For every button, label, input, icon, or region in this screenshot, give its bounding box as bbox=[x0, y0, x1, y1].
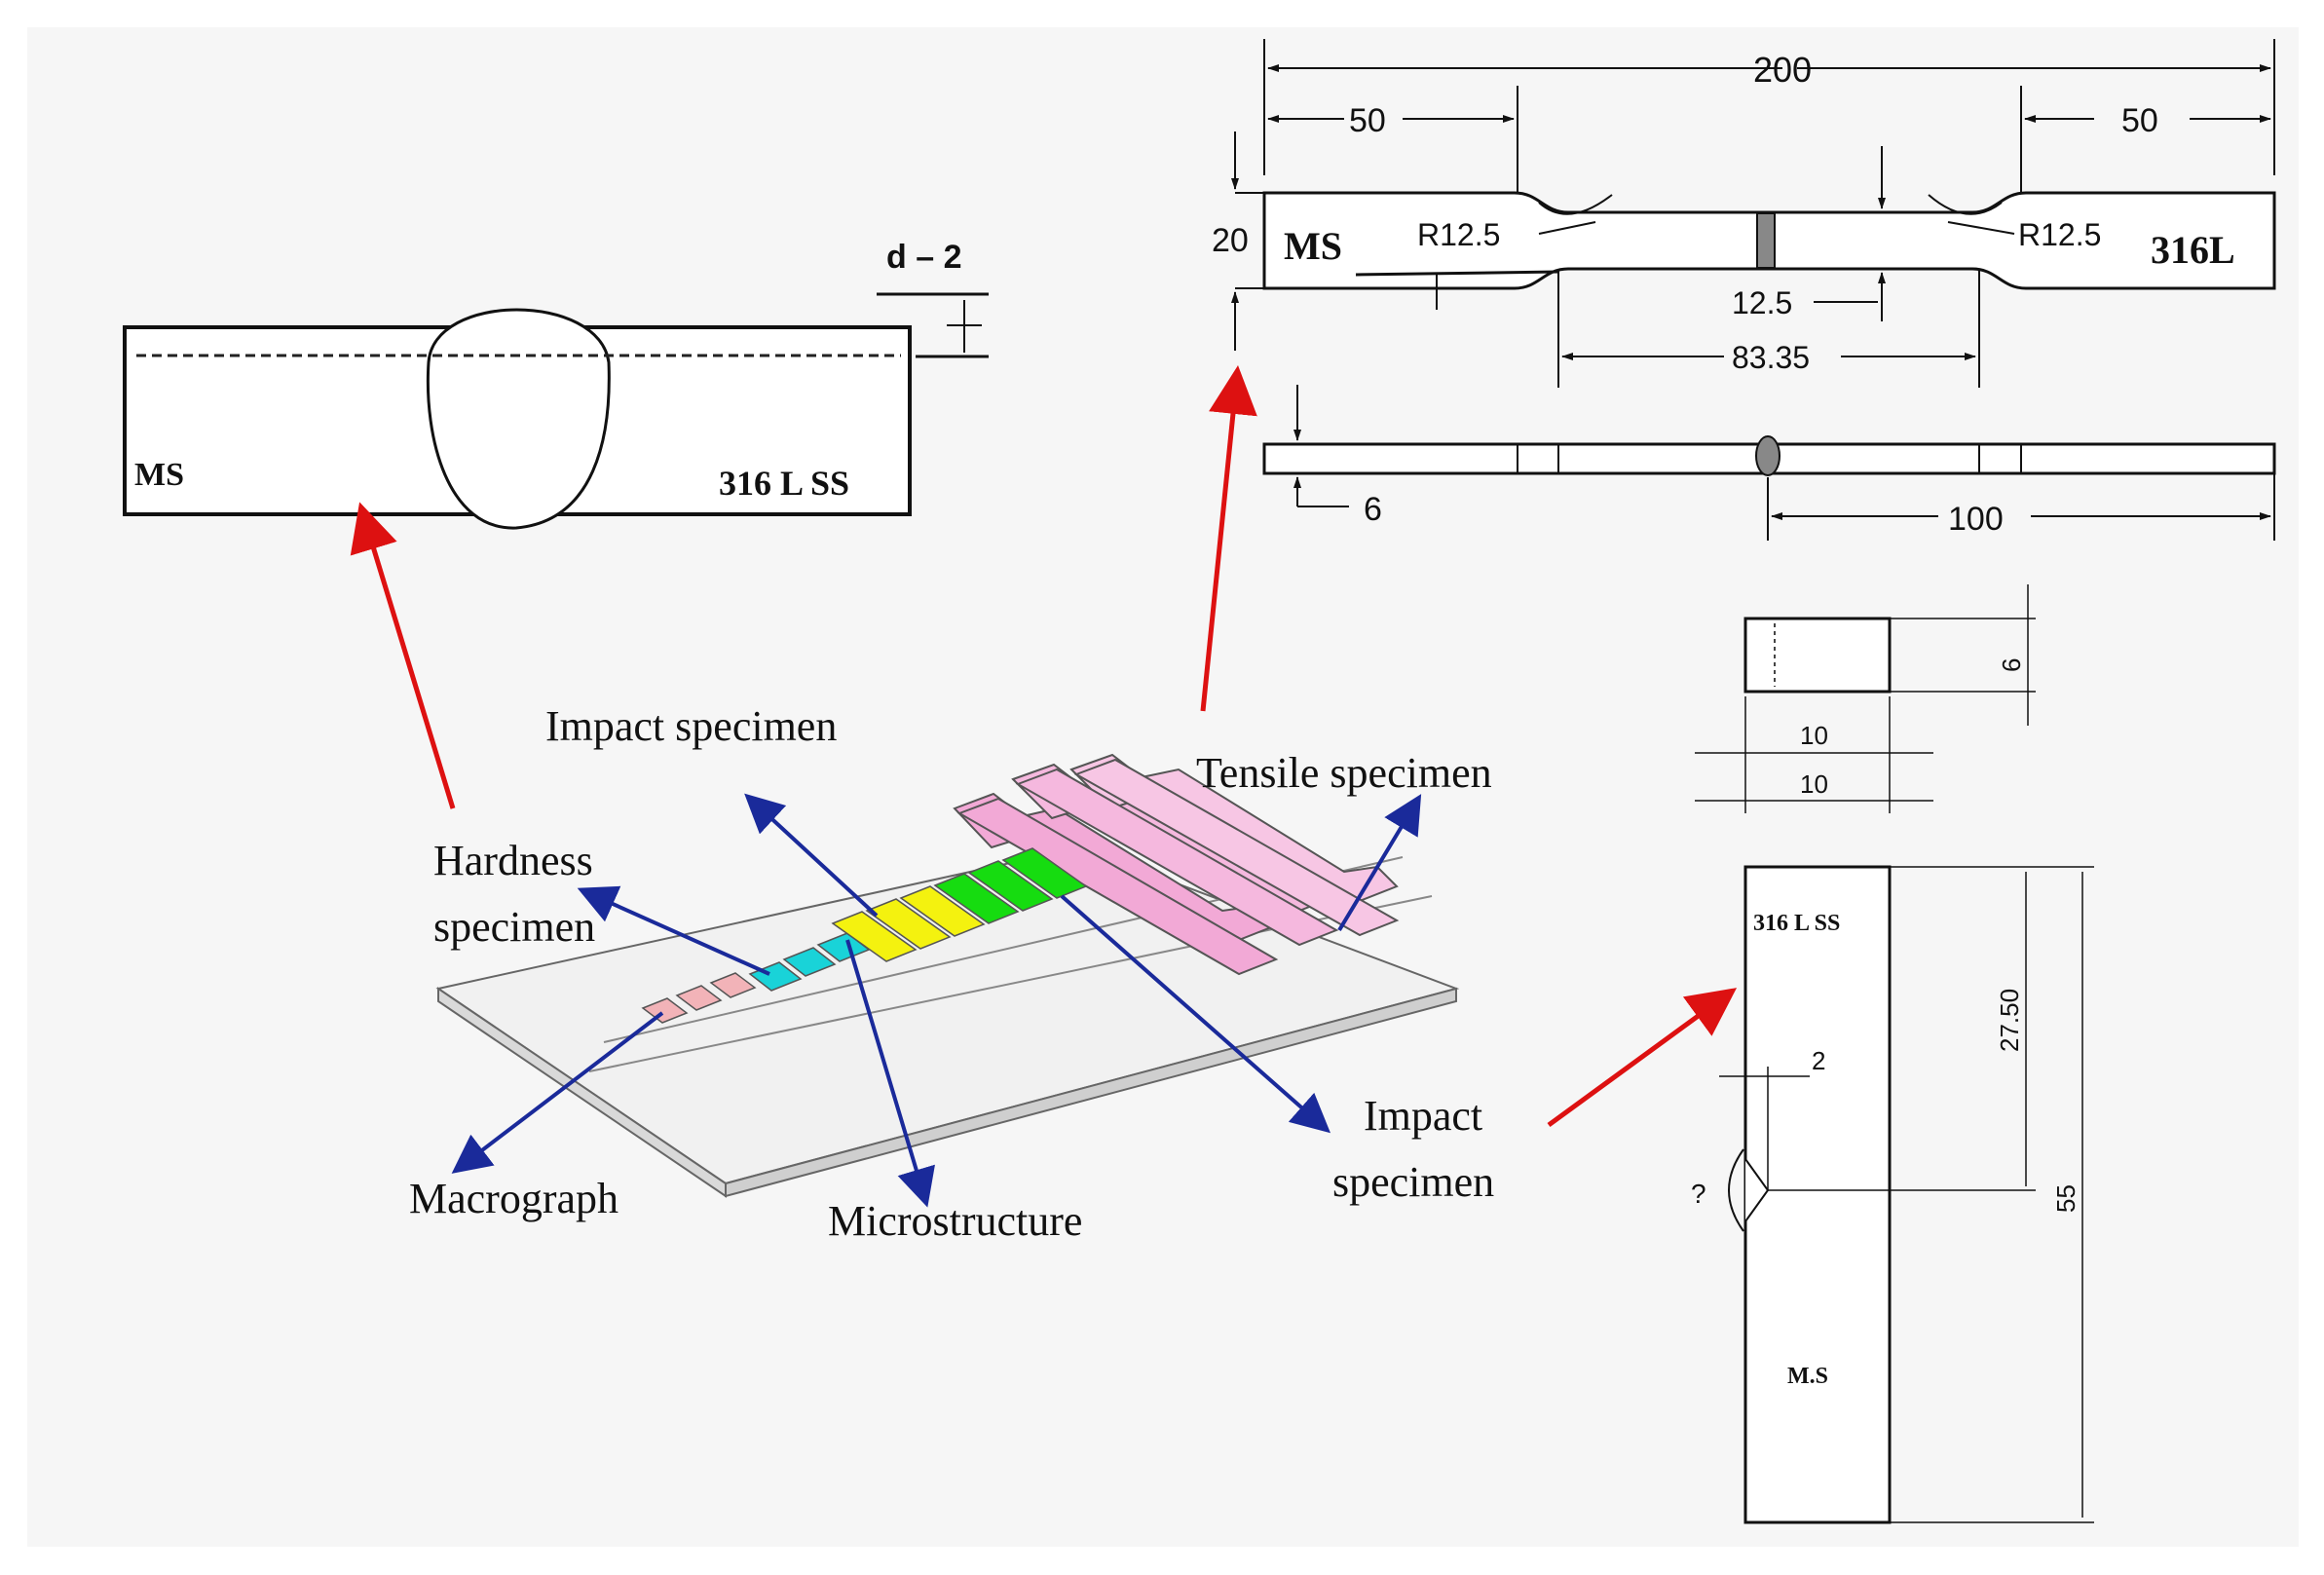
dim-width: 20 bbox=[1212, 222, 1249, 259]
tensile-weld-zone bbox=[1756, 212, 1776, 269]
tensile-long-3 bbox=[1073, 758, 1400, 937]
tensile-long-1 bbox=[956, 797, 1279, 976]
red-arrow-to-impact bbox=[1547, 988, 1738, 1128]
arrow-to-impact-top bbox=[744, 793, 879, 918]
label-impact-right-line2: specimen bbox=[1332, 1158, 1494, 1206]
tensile-right-label: 316L bbox=[2151, 228, 2235, 272]
label-impact-specimen-top: Impact specimen bbox=[545, 702, 837, 750]
dim-total-length: 55 bbox=[2051, 1184, 2080, 1213]
red-arrow-to-macrograph bbox=[350, 502, 456, 809]
label-hardness-line2: specimen bbox=[433, 903, 595, 951]
notch-angle-label: ? bbox=[1691, 1179, 1706, 1209]
red-arrows bbox=[350, 365, 1738, 1128]
dim-gauge-length: 83.35 bbox=[1732, 340, 1810, 375]
blue-arrows bbox=[451, 793, 1422, 1208]
macro-right-label: 316 L SS bbox=[719, 464, 849, 503]
radius-left-leader bbox=[1538, 221, 1596, 235]
dim-end-height: 6 bbox=[1997, 658, 2026, 672]
radius-left: R12.5 bbox=[1417, 217, 1500, 252]
dim-overall-length: 200 bbox=[1753, 50, 1812, 90]
tensile-long-2 bbox=[1015, 768, 1339, 947]
impact-specimen-body bbox=[1743, 865, 1892, 1524]
dim-thickness: 6 bbox=[1364, 491, 1382, 528]
dim-grip-right: 50 bbox=[2121, 102, 2158, 139]
welded-plate-3d bbox=[435, 753, 1460, 1198]
dim-notch-position: 27.50 bbox=[1995, 989, 2024, 1052]
radius-right: R12.5 bbox=[2018, 217, 2101, 252]
macrograph-drawing: MS 316 L SS d – 2 bbox=[123, 239, 989, 530]
impact-bars bbox=[933, 847, 1088, 924]
arrow-to-hardness bbox=[577, 885, 770, 976]
radius-right-arc bbox=[1928, 194, 2003, 215]
arrow-to-microstructure bbox=[845, 939, 935, 1208]
tensile-drawing: 200 50 50 20 MS 316L R12.5 R12.5 bbox=[1212, 39, 2276, 541]
label-microstructure: Microstructure bbox=[828, 1197, 1082, 1245]
notch-angle-arc bbox=[1728, 1148, 1744, 1232]
label-hardness-line1: Hardness bbox=[433, 837, 593, 884]
impact-bottom-label: M.S bbox=[1787, 1364, 1828, 1389]
radius-right-leader bbox=[1947, 221, 2015, 235]
dim-gauge-width: 12.5 bbox=[1732, 285, 1792, 320]
dim-grip-left: 50 bbox=[1349, 102, 1386, 139]
radius-left-arc bbox=[1538, 194, 1613, 215]
label-macrograph: Macrograph bbox=[409, 1175, 618, 1222]
red-arrow-to-tensile bbox=[1200, 365, 1257, 712]
macro-left-label: MS bbox=[134, 457, 184, 493]
impact-end-view bbox=[1743, 617, 1892, 694]
dim-body-width: 10 bbox=[1800, 769, 1828, 799]
depth-label: d – 2 bbox=[886, 239, 961, 276]
dim-notch-depth: 2 bbox=[1812, 1046, 1825, 1075]
label-tensile-specimen: Tensile specimen bbox=[1196, 749, 1492, 797]
impact-drawing: 6 10 10 316 L SS M.S ? 2 27.50 55 bbox=[1691, 584, 2094, 1524]
tensile-left-label: MS bbox=[1284, 224, 1342, 268]
dim-half-length: 100 bbox=[1948, 501, 2004, 538]
arrow-to-impact-right bbox=[1060, 894, 1331, 1134]
impact-top-label: 316 L SS bbox=[1753, 911, 1840, 936]
label-impact-right-line1: Impact bbox=[1364, 1092, 1482, 1140]
microstructure-bars bbox=[831, 885, 986, 962]
sketch-line bbox=[1355, 270, 1559, 277]
arrow-to-macrograph bbox=[451, 1011, 664, 1174]
arrow-to-tensile bbox=[1337, 794, 1422, 932]
side-view-weld bbox=[1755, 435, 1780, 476]
weld-bead-outline bbox=[426, 308, 611, 530]
dim-end-width: 10 bbox=[1800, 721, 1828, 750]
macrograph-bars bbox=[641, 972, 757, 1024]
